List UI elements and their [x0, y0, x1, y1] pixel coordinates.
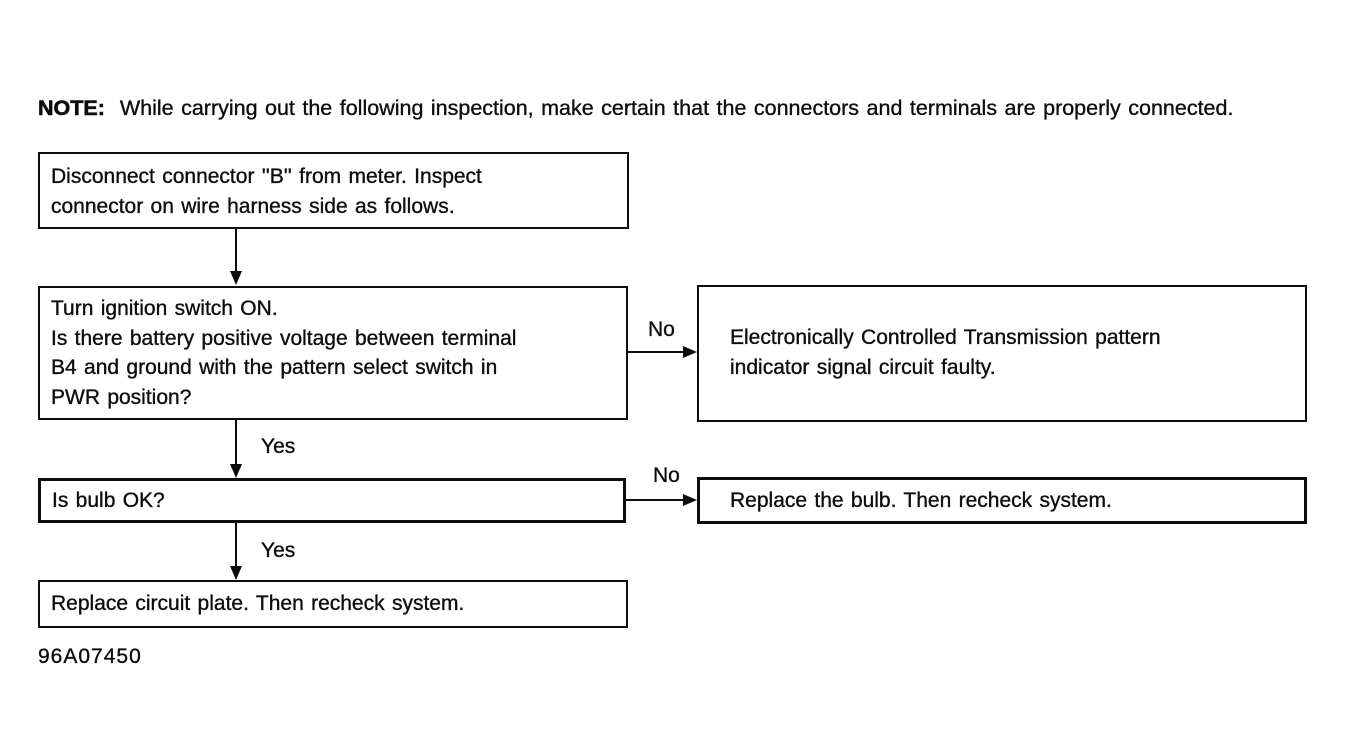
step-text-line: B4 and ground with the pattern select sw…	[51, 356, 498, 379]
step-text-line: connector on wire harness side as follow…	[51, 195, 455, 218]
connector-line-down-2	[235, 420, 237, 465]
connector-line-right-2	[626, 499, 684, 501]
right-arrow-icon	[683, 346, 697, 358]
flowchart-result-signal-circuit-faulty: Electronically Controlled Transmission p…	[697, 285, 1307, 422]
step-text: Replace circuit plate. Then recheck syst…	[51, 592, 465, 615]
flowchart-result-replace-bulb: Replace the bulb. Then recheck system.	[697, 477, 1307, 524]
down-arrow-icon	[230, 566, 242, 580]
flowchart-step-ignition-voltage-check: Turn ignition switch ON. Is there batter…	[38, 286, 628, 420]
step-text-line: PWR position?	[51, 385, 192, 409]
step-text-line: Turn ignition switch ON.	[51, 297, 278, 320]
result-text-line: indicator signal circuit faulty.	[730, 356, 996, 379]
step-text-line: Disconnect connector ''B'' from meter. I…	[51, 165, 482, 188]
right-arrow-icon	[683, 494, 697, 506]
step-text: Is bulb OK?	[52, 488, 165, 512]
branch-label-no-1: No	[648, 318, 675, 341]
branch-label-yes-1: Yes	[261, 435, 296, 458]
note-paragraph: NOTE: While carrying out the following i…	[38, 94, 1306, 123]
note-text: While carrying out the following inspect…	[119, 95, 1234, 120]
down-arrow-icon	[230, 271, 242, 285]
branch-label-yes-2: Yes	[261, 539, 296, 562]
result-text-line: Electronically Controlled Transmission p…	[730, 326, 1161, 349]
flowchart-step-replace-circuit-plate: Replace circuit plate. Then recheck syst…	[38, 580, 628, 628]
connector-line-down-3	[235, 523, 237, 567]
figure-reference-code: 96A07450	[38, 645, 142, 668]
flowchart-step-disconnect-connector: Disconnect connector ''B'' from meter. I…	[38, 152, 629, 229]
step-text-line: Is there battery positive voltage betwee…	[51, 326, 517, 350]
branch-label-no-2: No	[653, 464, 680, 487]
connector-line-down-1	[235, 229, 237, 273]
connector-line-right-1	[628, 351, 684, 353]
flowchart-step-bulb-check: Is bulb OK?	[38, 478, 626, 523]
down-arrow-icon	[230, 464, 242, 478]
result-text: Replace the bulb. Then recheck system.	[730, 488, 1112, 512]
note-label: NOTE:	[38, 95, 105, 120]
